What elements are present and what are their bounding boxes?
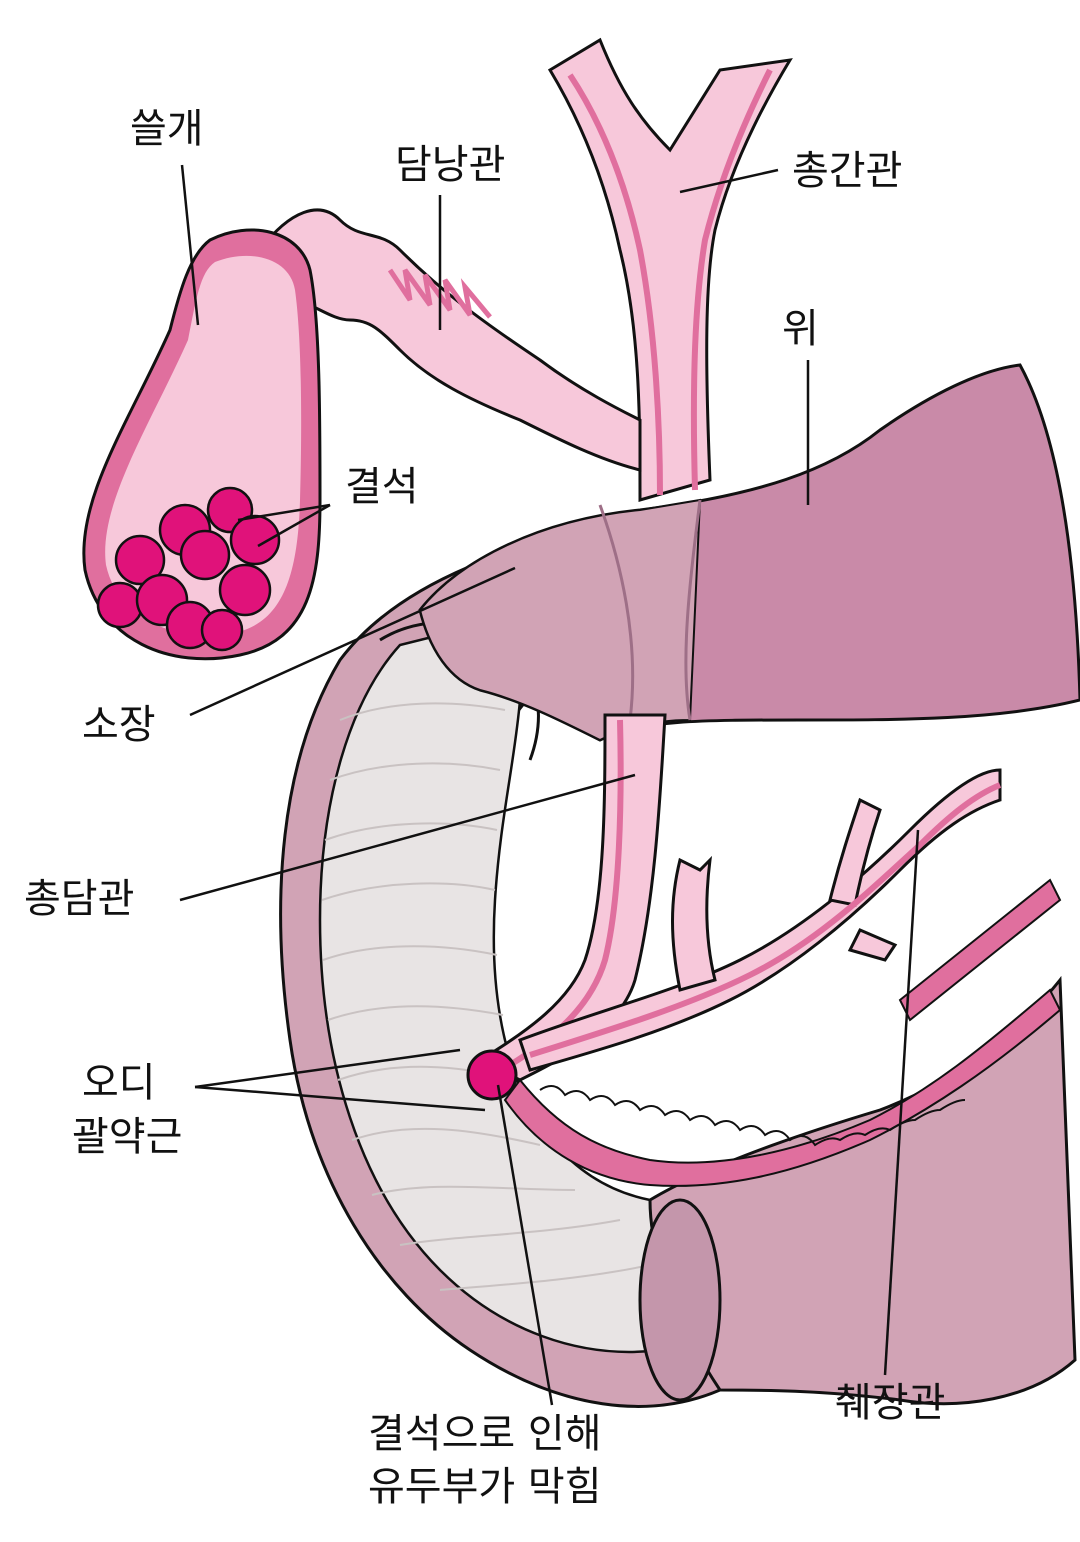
label-sphincter-line2: 괄약근 — [72, 1114, 182, 1160]
label-stomach: 위 — [782, 306, 819, 352]
label-cystic-duct: 담낭관 — [395, 142, 505, 188]
label-common-bile-duct: 총담관 — [24, 876, 134, 922]
gallstone — [181, 531, 229, 579]
label-gallbladder: 쓸개 — [130, 106, 204, 152]
label-blocked-line2: 유두부가 막힘 — [368, 1464, 602, 1510]
pancreatic-duct — [520, 770, 1000, 1070]
label-pancreatic-duct: 췌장관 — [835, 1380, 945, 1426]
pancreatic-duct-branch-1 — [673, 860, 716, 990]
pancreas-upper-edge — [900, 880, 1060, 1020]
intestine-cut-end — [640, 1200, 720, 1400]
label-common-hepatic-duct: 총간관 — [792, 148, 902, 194]
label-sphincter-line1: 오디 — [82, 1060, 156, 1106]
stomach — [420, 365, 1080, 740]
gallstone — [231, 516, 279, 564]
label-gallstones: 결석 — [345, 464, 419, 510]
label-small-intestine: 소장 — [82, 702, 156, 748]
ampulla-stone — [468, 1051, 516, 1099]
gallstone — [220, 565, 270, 615]
gallstone — [98, 583, 142, 627]
pancreatic-duct-branch-3 — [850, 930, 895, 960]
gallstone — [202, 610, 242, 650]
pancreatic-duct-main — [520, 770, 1000, 1070]
label-blocked-line1: 결석으로 인해 — [368, 1411, 602, 1457]
